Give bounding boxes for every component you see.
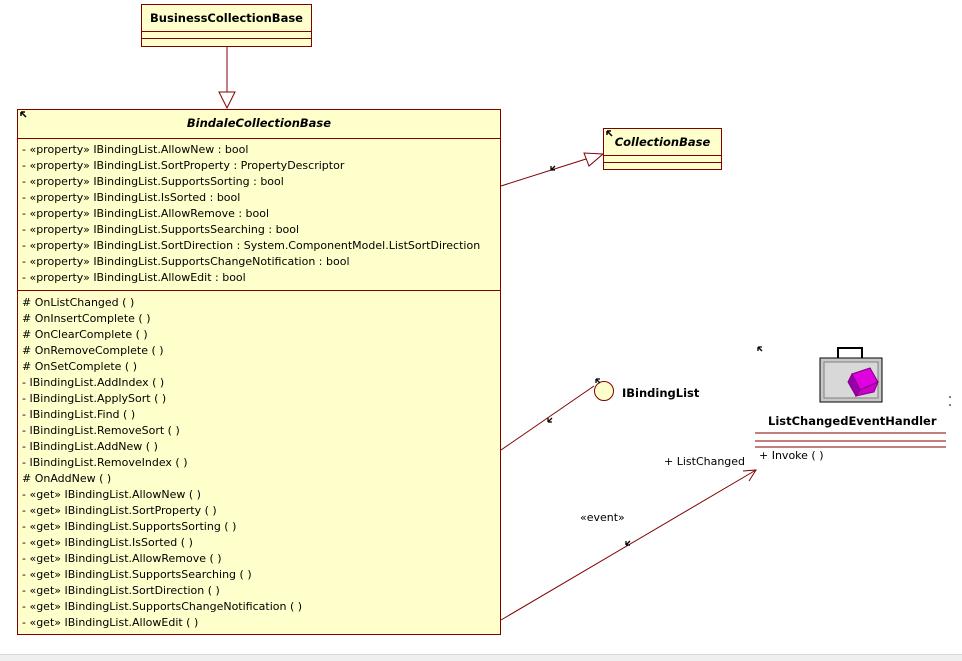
attribute-compartment: - «property» IBindingList.AllowNew : boo… [18,138,500,290]
generalization-line-collection[interactable] [500,158,587,187]
operation-row[interactable]: - IBindingList.AddIndex ( ) [22,376,165,389]
operation-row[interactable]: - IBindingList.ApplySort ( ) [22,392,167,405]
attribute-compartment [604,155,721,162]
operation-row[interactable]: - «get» IBindingList.IsSorted ( ) [22,536,193,549]
link-handle-icon [606,130,613,137]
operation-compartment [604,162,721,169]
link-handle-icon [20,111,27,118]
component-briefcase-icon [819,347,883,403]
link-handle-icon [550,165,556,171]
operation-row[interactable]: # OnSetComplete ( ) [22,360,137,373]
operation-row[interactable]: - IBindingList.Find ( ) [22,408,136,421]
interface-name-label: IBindingList [622,386,700,400]
operation-row[interactable]: - «get» IBindingList.AllowRemove ( ) [22,552,222,565]
attribute-row[interactable]: - «property» IBindingList.AllowNew : boo… [22,143,249,156]
handler-class-name: ListChangedEventHandler [768,414,937,428]
operation-row[interactable]: - IBindingList.RemoveSort ( ) [22,424,180,437]
link-handle-icon [625,540,631,546]
horizontal-scrollbar[interactable] [0,654,962,661]
class-name: BindaleCollectionBase [186,116,332,130]
operation-compartment [142,38,311,45]
operation-row[interactable]: - «get» IBindingList.SupportsSearching (… [22,568,252,581]
handler-operation: + Invoke ( ) [759,449,824,462]
operation-row[interactable]: - «get» IBindingList.SortProperty ( ) [22,504,217,517]
operation-row[interactable]: # OnRemoveComplete ( ) [22,344,164,357]
operation-row[interactable]: - IBindingList.RemoveIndex ( ) [22,456,188,469]
attribute-compartment [142,31,311,38]
operation-row[interactable]: # OnClearComplete ( ) [22,328,148,341]
operation-compartment: # OnListChanged ( ) # OnInsertComplete ( … [18,290,500,634]
operation-row[interactable]: # OnInsertComplete ( ) [22,312,151,325]
class-name: CollectionBase [614,135,711,149]
event-arrowhead [742,469,757,482]
attribute-row[interactable]: - «property» IBindingList.SupportsSearch… [22,223,300,236]
attribute-row[interactable]: - «property» IBindingList.AllowRemove : … [22,207,270,220]
operation-row[interactable]: - «get» IBindingList.SupportsChangeNotif… [22,600,303,613]
operation-row[interactable]: - «get» IBindingList.SupportsSorting ( ) [22,520,237,533]
operation-row[interactable]: - «get» IBindingList.AllowEdit ( ) [22,616,199,629]
interface-lollipop-icon[interactable] [594,381,614,401]
operation-row[interactable]: - IBindingList.AddNew ( ) [22,440,158,453]
operation-row[interactable]: # OnAddNew ( ) [22,472,112,485]
class-collection-base[interactable]: CollectionBase [603,128,722,170]
link-handle-icon [757,346,763,352]
attribute-row[interactable]: - «property» IBindingList.IsSorted : boo… [22,191,241,204]
attribute-row[interactable]: - «property» IBindingList.SortDirection … [22,239,481,252]
attribute-row[interactable]: - «property» IBindingList.SortProperty :… [22,159,345,172]
stereotype-label: «event» [580,511,625,524]
link-handle-icon [547,417,553,423]
operation-row[interactable]: - «get» IBindingList.SortDirection ( ) [22,584,220,597]
link-handle-icon [595,378,601,384]
generalization-arrowhead-collection [583,152,605,167]
class-name: BusinessCollectionBase [150,11,303,25]
generalization-arrowhead-business [218,91,236,110]
role-label: + ListChanged [664,455,746,468]
operation-row[interactable]: - «get» IBindingList.AllowNew ( ) [22,488,201,501]
class-business-collection-base[interactable]: BusinessCollectionBase [141,4,312,47]
attribute-row[interactable]: - «property» IBindingList.SupportsChange… [22,255,350,268]
attribute-row[interactable]: - «property» IBindingList.AllowEdit : bo… [22,271,246,284]
attribute-row[interactable]: - «property» IBindingList.SupportsSortin… [22,175,284,188]
operation-row[interactable]: # OnListChanged ( ) [22,296,135,309]
class-bindale-collection-base[interactable]: BindaleCollectionBase - «property» IBind… [17,109,501,635]
